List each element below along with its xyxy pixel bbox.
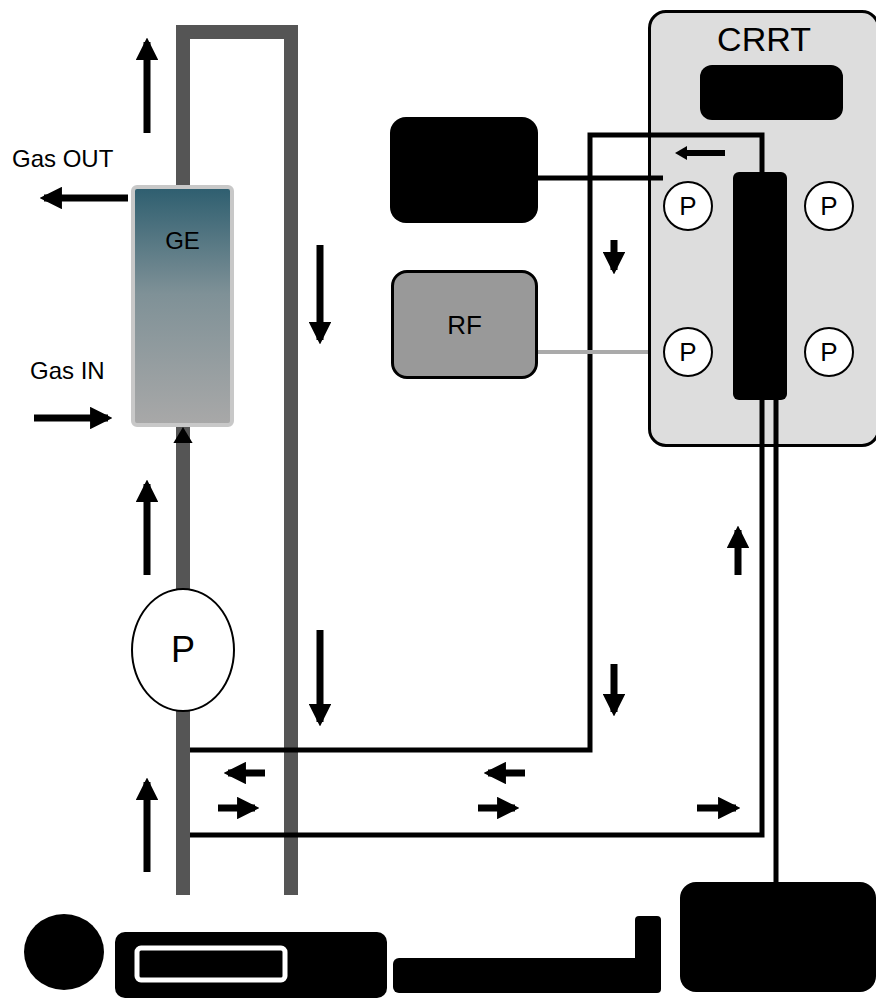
patient-figure <box>24 914 661 998</box>
flow-arrows <box>34 42 738 872</box>
node-text: RF <box>447 312 482 338</box>
node-text: CRRT <box>651 22 876 56</box>
node-text: P <box>820 339 837 365</box>
black-device <box>390 117 538 223</box>
gas-label: Gas IN <box>30 359 105 383</box>
black-device <box>680 882 876 992</box>
gas-exchanger: GE <box>131 185 234 427</box>
fluid-line <box>538 352 663 353</box>
crrt-pump: P <box>804 181 854 231</box>
crrt-machine: CRRT P P P P <box>648 10 876 447</box>
node-text: GE <box>165 229 200 253</box>
crrt-pump: P <box>663 181 713 231</box>
gas-label: Gas OUT <box>12 147 113 171</box>
ecmo-pump: P <box>131 588 235 712</box>
ecmo-tubing <box>183 32 291 895</box>
replacement-fluid-box: RF <box>391 270 538 379</box>
node-text: P <box>171 632 195 668</box>
node-text: P <box>679 339 696 365</box>
tube-connector <box>173 427 192 588</box>
node-text: P <box>679 193 696 219</box>
node-text: P <box>820 193 837 219</box>
crrt-pump: P <box>663 327 713 377</box>
crrt-pump: P <box>804 327 854 377</box>
